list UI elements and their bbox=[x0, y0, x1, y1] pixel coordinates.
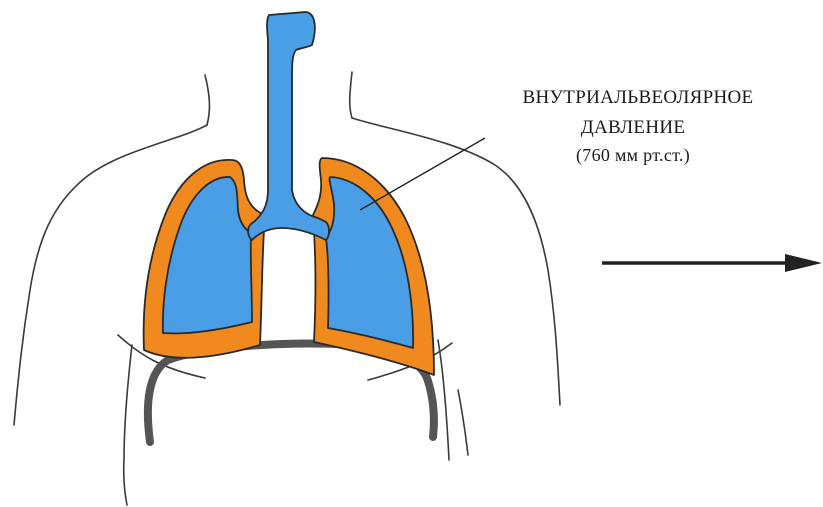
arrow-right-icon bbox=[602, 254, 822, 272]
label-line-3: (760 мм рт.ст.) bbox=[576, 145, 690, 166]
neck-right-line bbox=[350, 72, 352, 118]
right-side-line bbox=[438, 340, 449, 460]
right-lung-tissue bbox=[326, 177, 413, 348]
label-line-1: ВНУТРИАЛЬВЕОЛЯРНОЕ bbox=[523, 87, 754, 108]
pressure-label: ВНУТРИАЛЬВЕОЛЯРНОЕ ДАВЛЕНИЕ (760 мм рт.с… bbox=[523, 87, 754, 166]
hip-right-line bbox=[458, 390, 468, 455]
label-line-2: ДАВЛЕНИЕ bbox=[581, 117, 686, 138]
left-side-line bbox=[124, 345, 132, 505]
left-lung bbox=[144, 160, 265, 358]
label-leader-line bbox=[360, 138, 485, 210]
neck-left-line bbox=[205, 75, 209, 125]
right-lung bbox=[313, 158, 434, 375]
